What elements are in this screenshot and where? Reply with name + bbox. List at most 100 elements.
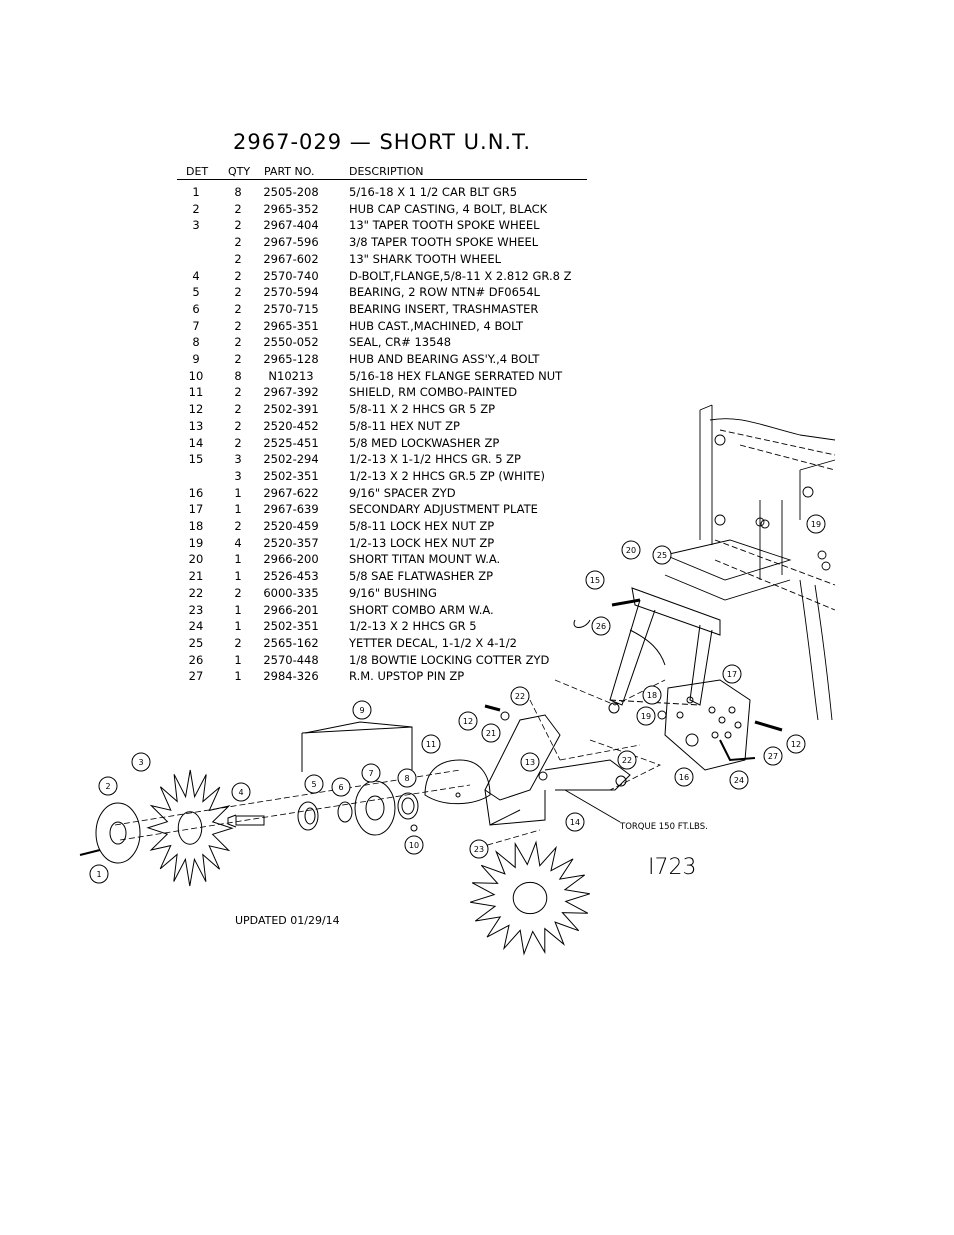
callout-label: 14: [570, 818, 580, 827]
cell-det: 11: [188, 385, 204, 400]
titan-mount: [609, 587, 721, 706]
cell-qty: 1: [234, 602, 242, 617]
cell-part: N10213: [268, 368, 314, 383]
cell-det: 26: [188, 652, 204, 667]
cell-desc: 1/2-13 LOCK HEX NUT ZP: [349, 535, 495, 550]
cell-det: 17: [188, 502, 204, 517]
callout-circle: [98, 776, 118, 796]
callout-label: 19: [811, 520, 821, 529]
callout-label: 20: [626, 546, 636, 555]
cell-part: 2502-391: [263, 402, 319, 417]
cell-desc: HUB CAST.,MACHINED, 4 BOLT: [349, 318, 524, 333]
cell-part: 2967-596: [263, 235, 319, 250]
callout-label: 26: [596, 622, 606, 631]
cell-desc: 9/16" SPACER ZYD: [349, 485, 456, 500]
cell-desc: 13" SHARK TOOTH WHEEL: [349, 251, 501, 266]
cell-desc: YETTER DECAL, 1-1/2 X 4-1/2: [349, 635, 517, 650]
callout-label: 19: [641, 712, 651, 721]
callout-circle: [585, 570, 605, 590]
callout-label: 1: [96, 870, 101, 879]
cell-part: 2967-622: [263, 485, 319, 500]
cell-qty: 2: [234, 418, 242, 433]
cell-det: 20: [188, 552, 204, 567]
cell-qty: 4: [234, 535, 242, 550]
cell-part: 2965-351: [263, 318, 319, 333]
cell-part: 2565-162: [263, 635, 319, 650]
gear-outline: [470, 840, 590, 956]
cell-det: 24: [188, 619, 204, 634]
callout-circle: [131, 752, 151, 772]
cell-qty: 2: [234, 268, 242, 283]
col-header-part: PART NO.: [264, 165, 315, 178]
cell-part: 2520-452: [263, 418, 319, 433]
callout-label: 6: [338, 783, 343, 792]
cell-part: 2967-392: [263, 385, 319, 400]
callout-circle: [469, 839, 489, 859]
callout-circle: [621, 540, 641, 560]
callout-label: 3: [138, 758, 143, 767]
cell-det: 7: [192, 318, 200, 333]
cell-det: 15: [188, 452, 204, 467]
cell-part: 2967-639: [263, 502, 319, 517]
cell-part: 2966-200: [263, 552, 319, 567]
callout-circle: [729, 770, 749, 790]
cell-desc: 1/2-13 X 1-1/2 HHCS GR. 5 ZP: [349, 452, 521, 467]
d-bolt: [227, 814, 265, 828]
cell-qty: 1: [234, 485, 242, 500]
cell-part: 2966-201: [263, 602, 319, 617]
cell-desc: 3/8 TAPER TOOTH SPOKE WHEEL: [349, 235, 539, 250]
callout-label: 22: [622, 756, 632, 765]
cell-qty: 2: [234, 285, 242, 300]
callout-label: 16: [679, 773, 689, 782]
cell-part: 2570-594: [263, 285, 319, 300]
callout-circle: [397, 768, 417, 788]
cell-desc: 9/16" BUSHING: [349, 585, 437, 600]
cell-desc: HUB CAP CASTING, 4 BOLT, BLACK: [349, 201, 548, 216]
cell-det: 9: [192, 352, 200, 366]
cell-part: 6000-335: [263, 585, 319, 600]
cell-part: 2520-459: [263, 519, 319, 533]
cell-qty: 3: [234, 468, 242, 483]
hub-bearing-assembly: [297, 721, 419, 836]
callout-label: 24: [734, 776, 744, 785]
cell-qty: 2: [234, 251, 242, 266]
cell-det: 21: [188, 569, 204, 584]
callout-circle: [722, 664, 742, 684]
cell-part: 2984-326: [263, 669, 319, 684]
callout-circle: [231, 782, 251, 802]
cell-qty: 2: [234, 301, 242, 316]
cell-qty: 2: [234, 385, 242, 400]
cell-qty: 1: [234, 669, 242, 684]
cell-part: 2967-404: [263, 218, 319, 233]
callout-circle: [763, 746, 783, 766]
cell-part: 2965-128: [263, 352, 319, 366]
callout-label: 2: [105, 782, 110, 791]
cell-part: 2525-451: [263, 435, 319, 450]
cell-qty: 2: [234, 201, 242, 216]
cell-det: 3: [192, 218, 200, 233]
callout-circle: [565, 812, 585, 832]
callout-circle: [806, 514, 826, 534]
callout-circle: [510, 686, 530, 706]
cell-desc: BEARING INSERT, TRASHMASTER: [349, 301, 539, 316]
cell-det: 1: [192, 185, 200, 199]
cell-qty: 1: [234, 652, 242, 667]
cell-det: 27: [188, 669, 204, 684]
shark-tooth-wheel: [470, 840, 590, 956]
cell-desc: BEARING, 2 ROW NTN# DF0654L: [349, 285, 540, 300]
gear-outline: [146, 769, 234, 887]
callout-circle: [458, 711, 478, 731]
